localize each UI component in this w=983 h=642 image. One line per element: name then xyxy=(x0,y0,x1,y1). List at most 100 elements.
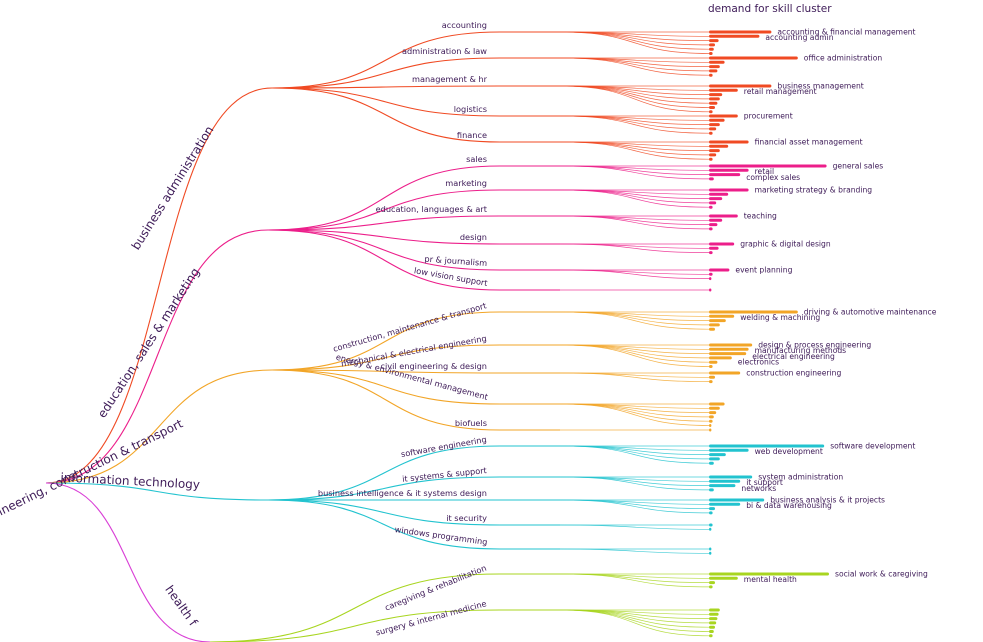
link-domain-sub xyxy=(209,573,501,642)
link-domain-sub xyxy=(271,369,501,374)
link-sub-leaf xyxy=(559,445,710,464)
demand-bar xyxy=(709,419,713,423)
subcluster-label: windows programming xyxy=(394,524,488,547)
demand-bar xyxy=(709,576,738,580)
demand-bar xyxy=(709,630,714,633)
skill-label: it support xyxy=(746,478,783,487)
demand-bar xyxy=(709,461,714,465)
link-sub-leaf xyxy=(559,344,710,367)
skill-label: construction engineering xyxy=(746,369,841,378)
tree-labels: business administrationaccountingaccount… xyxy=(0,20,937,637)
link-sub-leaf xyxy=(559,115,710,134)
demand-bar xyxy=(709,475,753,479)
demand-bar xyxy=(709,547,712,551)
skill-label: retail management xyxy=(744,87,817,96)
demand-bar xyxy=(709,581,715,585)
demand-bar xyxy=(709,411,717,415)
link-sub-leaf xyxy=(559,403,710,426)
link-domain-sub xyxy=(271,369,501,405)
skill-label: financial asset management xyxy=(755,138,863,147)
skill-label: office administration xyxy=(804,54,883,63)
skill-label: general sales xyxy=(833,162,884,171)
demand-bar xyxy=(709,551,712,555)
link-domain-sub xyxy=(271,87,501,143)
link-sub-leaf xyxy=(559,57,710,76)
demand-bar xyxy=(709,380,713,384)
demand-bar xyxy=(709,617,718,621)
demand-bar xyxy=(709,523,713,527)
demand-bar xyxy=(709,479,741,483)
link-sub-leaf xyxy=(559,85,710,113)
demand-bar xyxy=(709,498,765,502)
skill-label: accounting admin xyxy=(765,33,833,42)
demand-bar xyxy=(709,371,741,375)
demand-bar xyxy=(709,214,738,218)
link-domain-sub xyxy=(267,499,501,550)
link-sub-leaf xyxy=(559,548,710,554)
subcluster-label: accounting xyxy=(442,20,487,30)
link-root-business xyxy=(45,87,273,484)
chart-title: demand for skill cluster xyxy=(708,3,832,15)
skill-label: design & process engineering xyxy=(758,341,871,350)
link-sub-leaf xyxy=(559,85,710,108)
link-domain-sub xyxy=(271,57,501,89)
subcluster-label: business intelligence & it systems desig… xyxy=(318,488,487,498)
subcluster-label: biofuels xyxy=(455,418,487,428)
link-domain-sub xyxy=(271,31,501,89)
demand-bar xyxy=(709,457,720,461)
demand-bar xyxy=(709,572,829,576)
subcluster-label: logistics xyxy=(454,104,487,114)
skill-label: system administration xyxy=(758,473,843,482)
skill-label: accounting & financial management xyxy=(777,28,915,37)
demand-bar xyxy=(709,319,726,323)
demand-bar xyxy=(709,327,715,331)
link-domain-sub xyxy=(267,499,501,526)
demand-bar xyxy=(709,323,720,327)
demand-bar xyxy=(709,453,726,457)
link-sub-leaf xyxy=(559,609,710,637)
skill-label: mental health xyxy=(744,575,797,584)
demand-bar xyxy=(709,140,749,144)
skill-label: driving & automotive maintenance xyxy=(804,308,937,317)
link-sub-leaf xyxy=(559,311,710,330)
demand-bar xyxy=(709,356,732,360)
demand-bar xyxy=(709,272,713,276)
link-sub-leaf xyxy=(559,189,710,208)
demand-bar xyxy=(709,612,719,616)
skill-label: business management xyxy=(777,82,863,91)
link-sub-leaf xyxy=(559,524,710,530)
demand-bar xyxy=(709,88,738,92)
demand-bar xyxy=(709,157,713,161)
demand-bar xyxy=(709,310,798,314)
demand-bar xyxy=(709,223,718,227)
skill-label: social work & caregiving xyxy=(835,570,928,579)
skill-label: complex sales xyxy=(746,173,800,182)
demand-bar xyxy=(709,131,713,135)
demand-bar xyxy=(709,97,720,101)
link-root-engineering xyxy=(45,369,273,484)
demand-bar xyxy=(709,218,723,222)
demand-bar xyxy=(709,227,713,231)
demand-bar xyxy=(709,43,715,47)
link-sub-leaf xyxy=(559,573,710,588)
link-domain-sub xyxy=(267,445,501,501)
demand-bar xyxy=(709,268,730,272)
skill-label: welding & machining xyxy=(740,313,820,322)
demand-bar xyxy=(709,448,749,452)
demand-bar xyxy=(709,621,717,625)
demand-bar xyxy=(709,347,749,351)
demand-bar xyxy=(709,73,713,77)
demand-bar xyxy=(709,69,718,73)
link-domain-sub xyxy=(267,215,501,231)
subcluster-label: pr & journalism xyxy=(424,254,487,268)
skill-label: retail xyxy=(755,167,774,176)
demand-bar xyxy=(709,288,712,292)
link-sub-leaf xyxy=(559,269,710,279)
demand-bar xyxy=(709,246,719,250)
subcluster-label: sales xyxy=(466,154,487,164)
demand-bar xyxy=(709,114,738,118)
link-sub-leaf xyxy=(559,141,710,160)
demand-bar xyxy=(709,93,723,97)
link-domain-sub xyxy=(271,311,501,371)
